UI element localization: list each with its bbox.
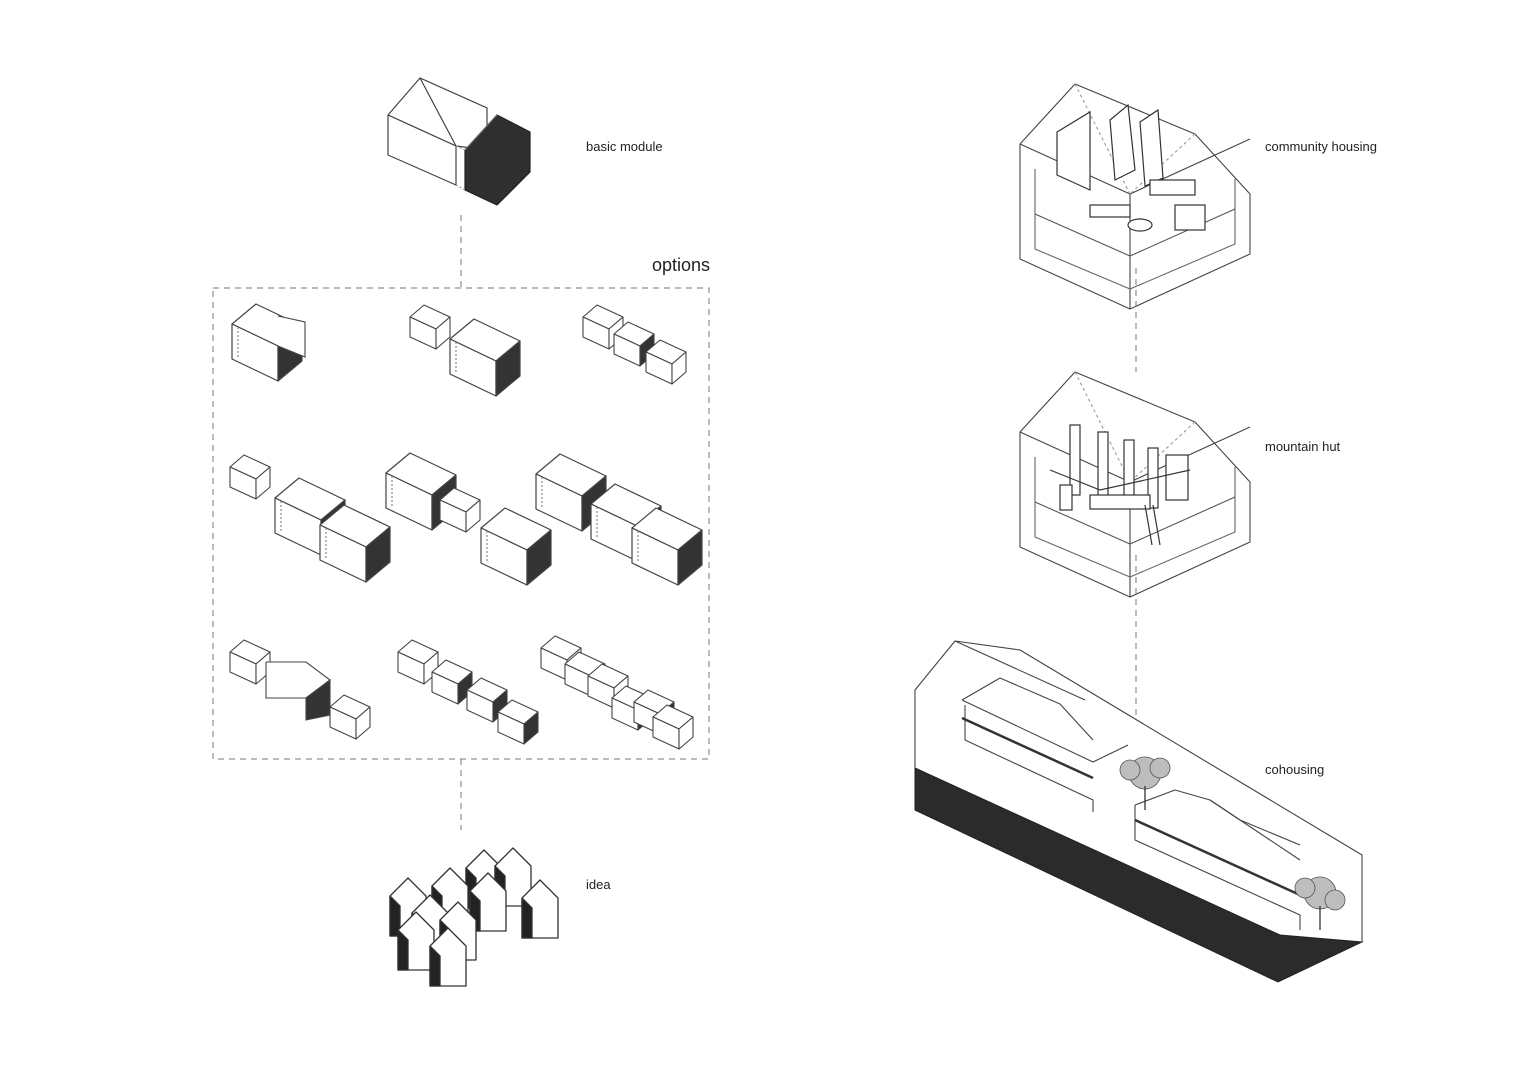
option-5: [385, 452, 552, 586]
idea-cluster-drawing: [389, 847, 559, 987]
label-community-housing: community housing: [1265, 139, 1377, 154]
option-8: [397, 639, 539, 745]
basic-module-drawing: [387, 77, 531, 206]
option-3: [582, 304, 687, 385]
option-1: [231, 303, 306, 382]
option-2: [409, 304, 521, 397]
mountain-hut-drawing: [1019, 371, 1251, 598]
option-7: [229, 639, 371, 740]
community-housing-drawing: [1019, 83, 1251, 310]
label-mountain-hut: mountain hut: [1265, 439, 1341, 454]
option-4: [229, 454, 391, 583]
label-cohousing: cohousing: [1265, 762, 1325, 777]
label-basic-module: basic module: [586, 139, 663, 154]
label-options: options: [652, 255, 711, 275]
option-6: [535, 453, 703, 586]
label-idea: idea: [586, 877, 611, 892]
option-9: [540, 635, 694, 750]
cohousing-drawing: [914, 640, 1364, 983]
